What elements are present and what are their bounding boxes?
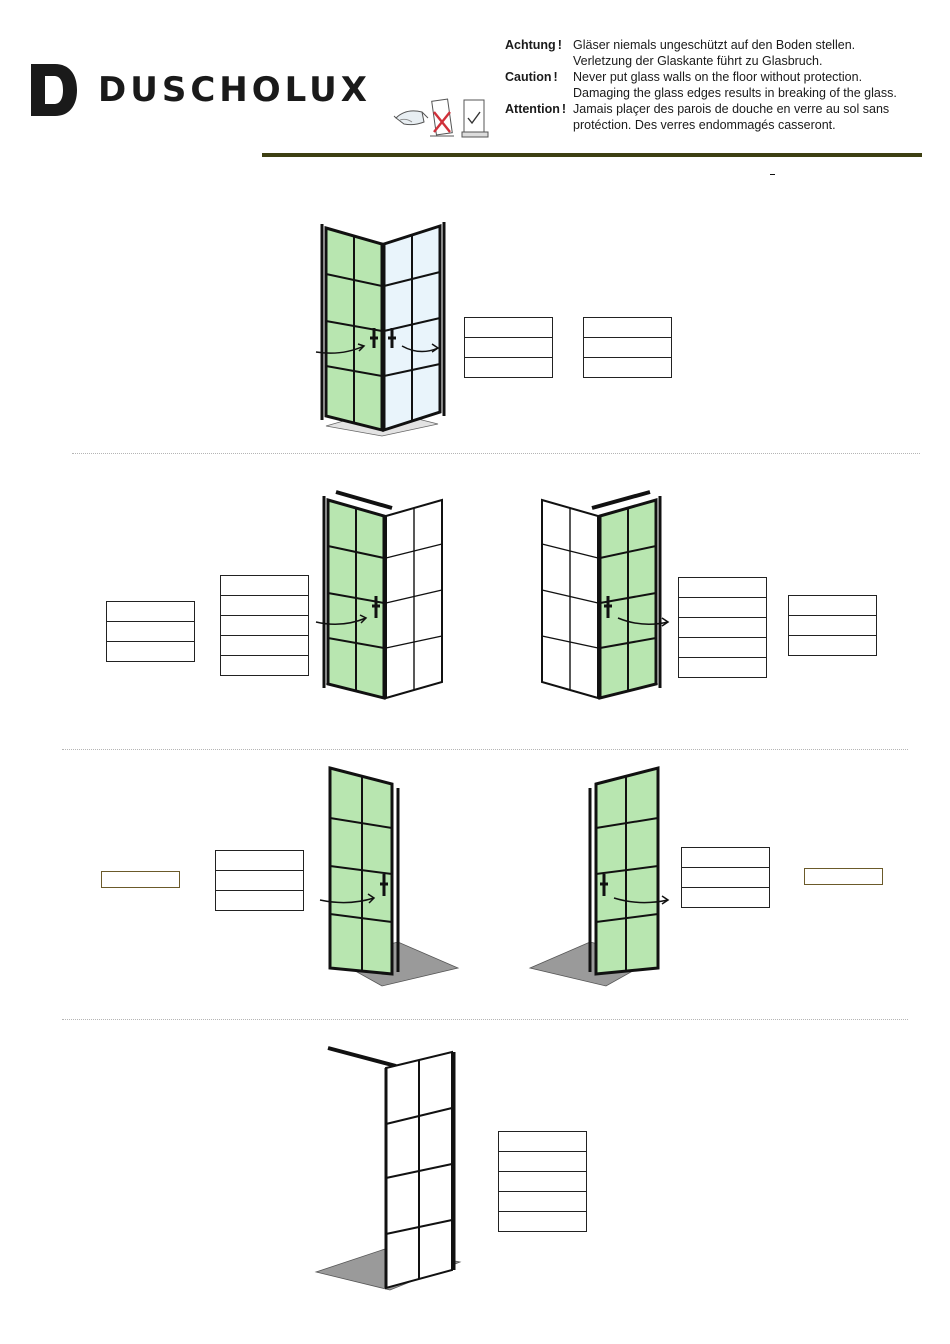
label-box (464, 317, 553, 338)
warning-fr-line-1: Jamais plaçer des parois de douche en ve… (573, 102, 890, 116)
label-box (678, 657, 767, 678)
safety-glasses-icon (393, 110, 429, 126)
label-box (464, 357, 553, 378)
label-box (220, 595, 309, 616)
warning-mark-en: ! (553, 70, 558, 84)
walk-in-panel (314, 1046, 462, 1291)
label-box (106, 621, 195, 642)
section-separator (72, 453, 920, 454)
glass-warning-notice: Achtung! Gläser niemals ungeschützt auf … (505, 37, 915, 133)
shower-door-left-with-side-panel (315, 490, 443, 700)
shower-door-right-with-side-panel (541, 490, 670, 700)
warning-mark-fr: ! (561, 102, 567, 116)
warning-de-line-1: Gläser niemals ungeschützt auf den Boden… (573, 38, 856, 52)
label-box (498, 1171, 587, 1192)
warning-de-line-2: Verletzung der Glaskante führt zu Glasbr… (573, 54, 823, 68)
warning-mark-de: ! (557, 38, 562, 52)
label-box (678, 577, 767, 598)
niche-door-left (319, 766, 460, 987)
label-box (215, 870, 304, 891)
label-box (678, 637, 767, 658)
label-box (498, 1151, 587, 1172)
glass-on-floor-crossed-icon (430, 98, 454, 137)
warning-key-de: Achtung (505, 38, 556, 52)
label-group-s1-a (464, 317, 553, 378)
label-group-s3-b (681, 847, 770, 908)
label-box (681, 887, 770, 908)
niche-door-right (528, 766, 670, 987)
label-box (215, 890, 304, 911)
shower-corner-entry-two-doors (315, 222, 446, 437)
label-box (220, 655, 309, 676)
warning-en: Caution! Never put glass walls on the fl… (505, 69, 915, 101)
label-box (106, 641, 195, 662)
label-group-s1-b (583, 317, 672, 378)
section-separator (62, 1019, 908, 1020)
label-group-s4 (498, 1131, 587, 1232)
duscholux-logo-icon (31, 64, 77, 116)
label-box (498, 1131, 587, 1152)
label-box (464, 337, 553, 358)
warning-en-line-1: Never put glass walls on the floor witho… (573, 70, 863, 84)
label-box (583, 357, 672, 378)
label-small-left (101, 871, 180, 888)
label-box (788, 635, 877, 656)
label-box (106, 601, 195, 622)
label-group-s2-c (678, 577, 767, 678)
label-box (215, 850, 304, 871)
header-tick-mark (770, 174, 775, 175)
label-box (498, 1191, 587, 1212)
warning-de: Achtung! Gläser niemals ungeschützt auf … (505, 37, 915, 69)
label-box (583, 337, 672, 358)
glass-protected-check-icon (461, 99, 489, 138)
label-box (220, 635, 309, 656)
label-box (681, 847, 770, 868)
warning-fr: Attention! Jamais plaçer des parois de d… (505, 101, 915, 133)
label-small-right (804, 868, 883, 885)
label-group-s2-b (220, 575, 309, 676)
label-box (498, 1211, 587, 1232)
warning-key-fr: Attention (505, 102, 560, 116)
warning-key-en: Caution (505, 70, 552, 84)
label-box (788, 615, 877, 636)
label-box (220, 575, 309, 596)
label-box (678, 597, 767, 618)
label-box (220, 615, 309, 636)
section-separator (62, 749, 908, 750)
warning-pictograms (393, 98, 489, 138)
brand-name: DUSCHOLUX (98, 70, 371, 110)
warning-en-line-2: Damaging the glass edges results in brea… (573, 86, 897, 100)
label-box (678, 617, 767, 638)
warning-fr-line-2: protéction. Des verres endommagés casser… (573, 118, 836, 132)
label-group-s2-d (788, 595, 877, 656)
label-group-s3-a (215, 850, 304, 911)
label-box (583, 317, 672, 338)
label-box (681, 867, 770, 888)
label-group-s2-a (106, 601, 195, 662)
header-rule (262, 153, 922, 157)
label-box (788, 595, 877, 616)
